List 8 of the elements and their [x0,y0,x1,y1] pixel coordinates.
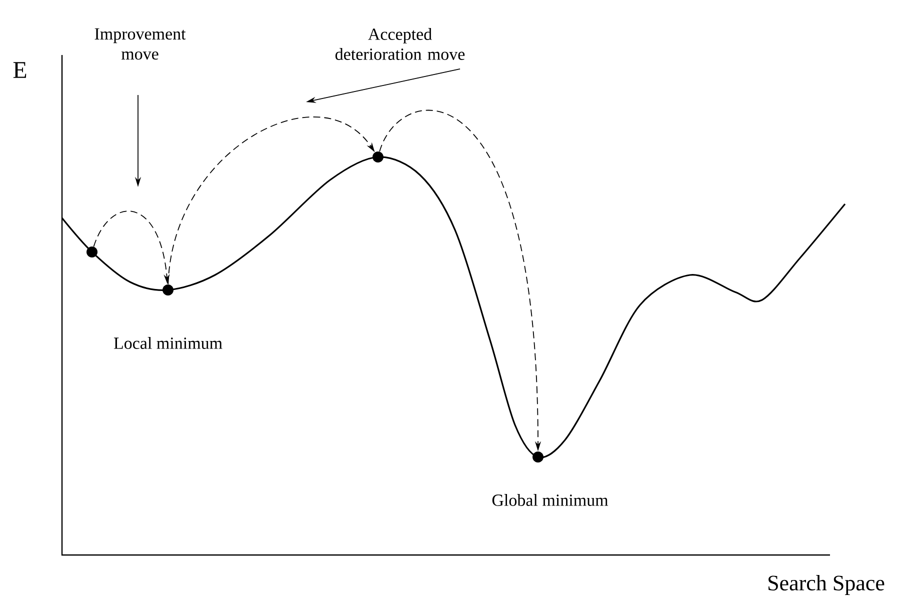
minimum-label: Global minimum [492,494,608,506]
axis-label: Search Space [768,575,884,595]
minimum-label: Local minimum [114,337,222,349]
move-label: Accepted deterioration move [335,28,465,60]
solution-dot [86,246,98,258]
solution-dot [372,152,384,162]
axis-label: E [13,62,26,78]
move-label: Improvement move [94,28,186,60]
